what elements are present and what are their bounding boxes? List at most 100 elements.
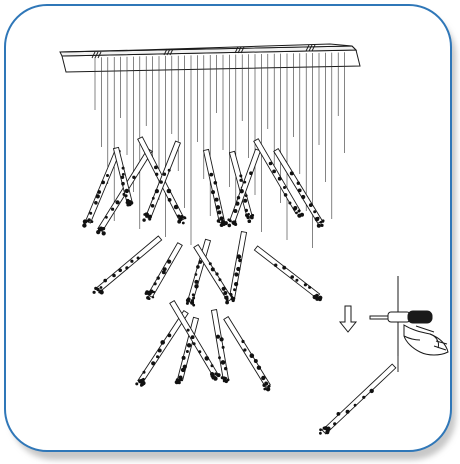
led-dot [130,259,134,263]
led-dot [336,412,341,416]
led-dot [99,286,103,289]
led-dot [96,230,101,235]
led-dot [179,215,184,219]
led-dot [308,203,313,208]
tube-pendant [112,146,134,207]
led-dot [219,337,224,342]
led-dot [141,380,146,386]
led-dot [136,256,140,260]
led-dot [156,276,160,280]
led-dot [239,178,243,182]
led-dot [233,209,238,213]
led-dot [225,300,230,305]
led-dot [283,193,288,197]
led-dot [220,376,224,380]
led-dot [210,364,214,368]
led-dot [144,292,148,295]
led-dot [121,181,125,186]
led-dot [247,219,252,223]
led-dot [353,403,357,407]
tube-pendant [193,243,235,305]
led-dot [301,194,306,200]
led-dot [233,288,236,292]
led-dot [157,348,162,353]
led-dot [191,293,195,297]
led-dot [239,189,244,194]
led-dot [124,188,129,194]
led-dot [227,223,232,228]
led-dot [151,196,155,200]
led-dot [228,219,232,223]
led-dot [236,254,242,259]
led-dot [238,258,242,263]
led-dot [321,219,325,223]
tube-pendant [210,309,230,384]
led-dot [235,201,240,206]
led-dot [140,384,143,387]
led-dot [325,430,330,435]
led-dot [265,387,271,392]
led-dot [151,296,155,299]
led-dot [236,196,241,200]
led-dot [232,222,236,226]
suspension-wires [94,52,345,248]
led-dot [175,378,179,382]
led-dot [198,260,203,264]
led-dot [214,372,218,376]
led-dot [214,376,218,381]
led-dot [300,212,304,217]
led-dot [173,204,179,210]
led-dot [345,409,350,414]
led-dot [103,278,107,283]
led-dot [95,194,100,199]
led-dot [167,168,171,172]
hand-with-screwdriver-icon [369,276,449,372]
led-dot [272,169,276,174]
led-dot [223,291,228,295]
led-dot [124,194,128,198]
led-dot [244,208,248,213]
led-dot [154,165,158,170]
led-dot [209,172,214,177]
led-dot [120,175,125,179]
led-dot [263,387,267,391]
led-dot [290,275,295,279]
led-dot [288,201,292,205]
led-dot [268,161,273,166]
led-dot [132,175,136,179]
led-dot [152,290,156,294]
led-dot [221,286,226,291]
led-dot [296,181,300,185]
led-dot [297,209,301,213]
led-dot [249,171,253,175]
led-dot [144,212,149,216]
led-dot [99,289,104,294]
led-dot [177,381,181,385]
led-dot [180,367,186,373]
led-dot [153,282,157,286]
led-dot [316,216,320,220]
frame-border [4,4,452,452]
led-dot [162,172,167,176]
led-dot [264,381,268,385]
led-dot [283,186,286,189]
led-dot [267,384,271,388]
led-dot [185,301,189,305]
led-dot [246,215,250,219]
led-dot [297,188,302,193]
led-dot [97,190,102,194]
led-dot [167,198,172,202]
led-dot [192,342,196,346]
tube-pendant [319,363,397,435]
led-dot [323,426,328,431]
led-dot [102,227,106,231]
led-dot [215,334,221,339]
led-dot [156,355,159,359]
led-dot [121,173,125,176]
led-dot [211,190,215,195]
led-dot [106,174,109,177]
led-dot [118,268,122,273]
led-dot [213,181,218,185]
led-dot [167,333,172,338]
led-dot [181,355,186,360]
